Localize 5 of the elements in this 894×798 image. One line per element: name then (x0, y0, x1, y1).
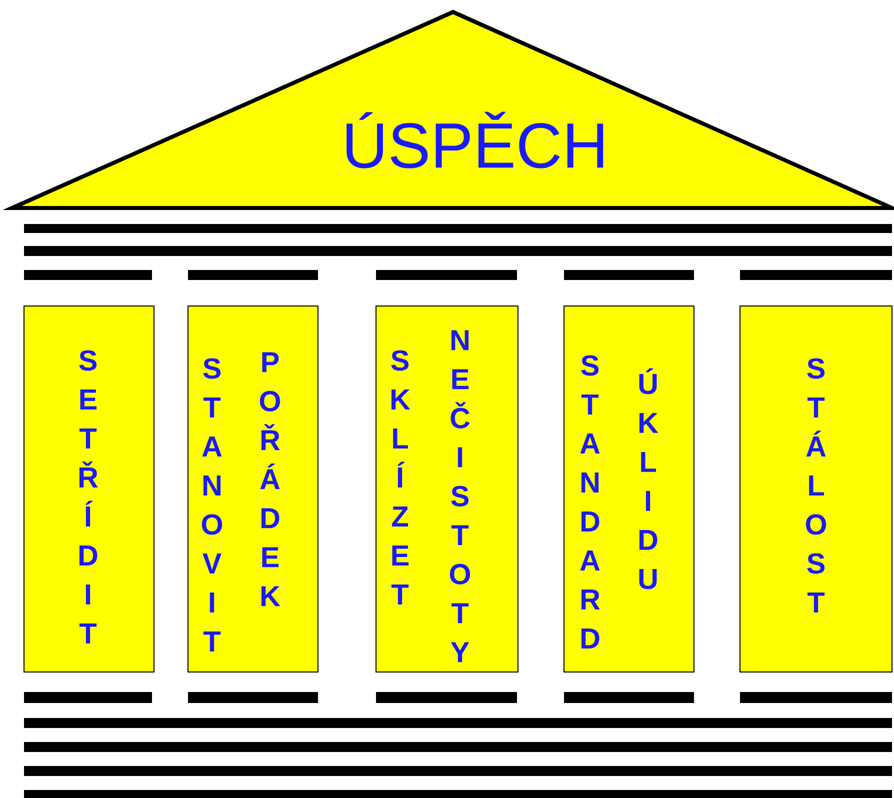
pillar-box: STÁLOST (740, 306, 892, 672)
pillar-box: STANOVIT POŘÁDEK (188, 306, 318, 672)
pillar-box: SETŘÍDIT (24, 306, 154, 672)
pillar-box: SKLÍZET NEČISTOTY (376, 306, 518, 672)
pillar-box: STANDARD ÚKLIDU (564, 306, 694, 672)
